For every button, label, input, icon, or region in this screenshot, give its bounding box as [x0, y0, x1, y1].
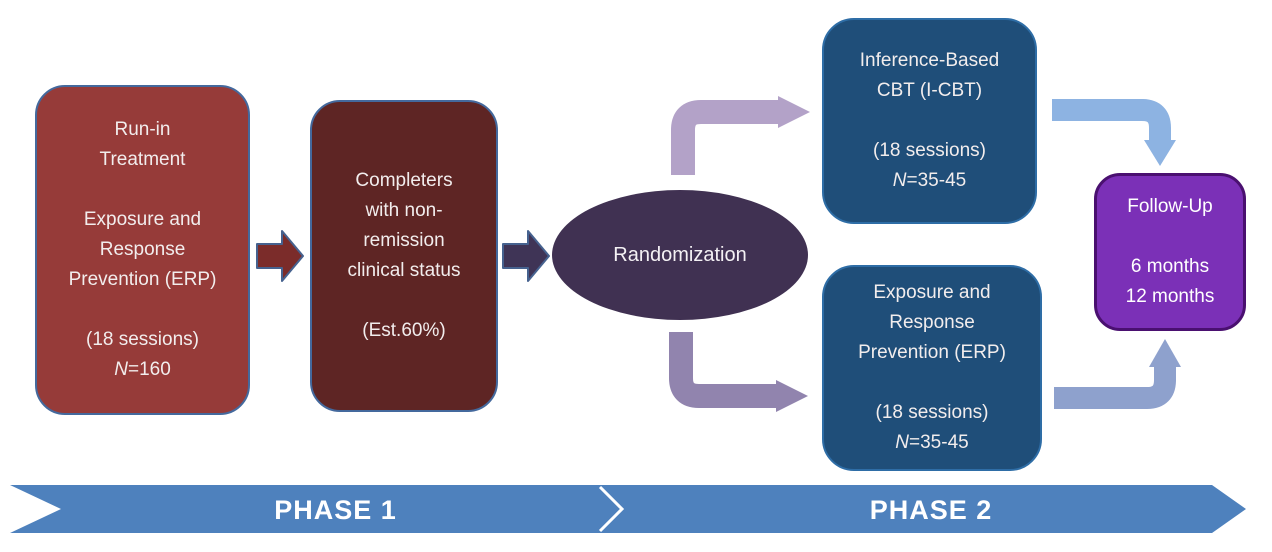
text-line: (18 sessions) — [86, 329, 199, 350]
elbow-shaft — [671, 100, 778, 175]
text-line: Prevention (ERP) — [68, 269, 217, 290]
elbow-arrow-down-right-icon — [669, 332, 808, 412]
elbow-arrow-up-right-icon — [671, 96, 810, 175]
block-arrow-right-icon — [256, 230, 304, 282]
randomization-label: Randomization — [613, 244, 747, 266]
text-line: (18 sessions) — [873, 140, 986, 161]
text-line: Prevention (ERP) — [858, 342, 1006, 363]
randomization-ellipse: Randomization — [552, 190, 808, 320]
text-line: N=35-45 — [892, 170, 967, 191]
text-line — [824, 368, 1040, 398]
banner-arrow-shape — [10, 485, 1246, 533]
text-line: (Est.60%) — [362, 320, 446, 341]
text-line: clinical status — [347, 260, 461, 281]
text-line — [312, 286, 496, 316]
text-line: Exposure and — [83, 209, 202, 230]
text-line: CBT (I-CBT) — [876, 80, 983, 101]
text-line: Follow-Up — [1127, 196, 1213, 217]
text-line: with non- — [365, 200, 443, 221]
text-line — [1097, 222, 1243, 252]
text-line: N=160 — [114, 359, 171, 380]
elbow-shaft — [1054, 367, 1176, 409]
text-line: Completers — [355, 170, 453, 191]
text-line — [824, 106, 1035, 136]
block-arrow-right-icon — [502, 230, 550, 282]
elbow-shaft — [1052, 99, 1171, 140]
phase-2-label: PHASE 2 — [869, 495, 993, 525]
text-line: N=35-45 — [895, 432, 969, 453]
text-line: remission — [363, 230, 445, 251]
chevron-right-icon — [598, 485, 625, 533]
completers-box: Completers with non-remission clinical sta… — [310, 100, 498, 412]
text-line — [37, 295, 248, 325]
text-line: Exposure and — [873, 282, 991, 303]
text-line: (18 sessions) — [875, 402, 989, 423]
arrowhead-icon — [1144, 140, 1176, 166]
text-line: Response — [889, 312, 975, 333]
text-line: Run-in — [114, 119, 171, 140]
text-line: 12 months — [1125, 286, 1215, 307]
text-line: Response — [99, 239, 186, 260]
arrowhead-icon — [1149, 339, 1181, 367]
text-line: Inference-Based — [859, 50, 1000, 71]
elbow-arrow-right-up-icon — [1054, 339, 1181, 409]
arrow-right-icon — [256, 230, 304, 282]
phase-timeline-banner — [10, 485, 1246, 533]
arrowhead-icon — [776, 380, 808, 412]
follow-up-box: Follow-Up 6 months 12 months — [1094, 173, 1246, 331]
arrow-right-icon — [502, 230, 550, 282]
elbow-arrow-right-down-icon — [1052, 99, 1176, 166]
phase-1-label: PHASE 1 — [274, 495, 397, 525]
arrowhead-icon — [778, 96, 810, 128]
text-line: 6 months — [1130, 256, 1210, 277]
elbow-shaft — [669, 332, 776, 408]
text-line — [37, 175, 248, 205]
text-line: Treatment — [99, 149, 186, 170]
